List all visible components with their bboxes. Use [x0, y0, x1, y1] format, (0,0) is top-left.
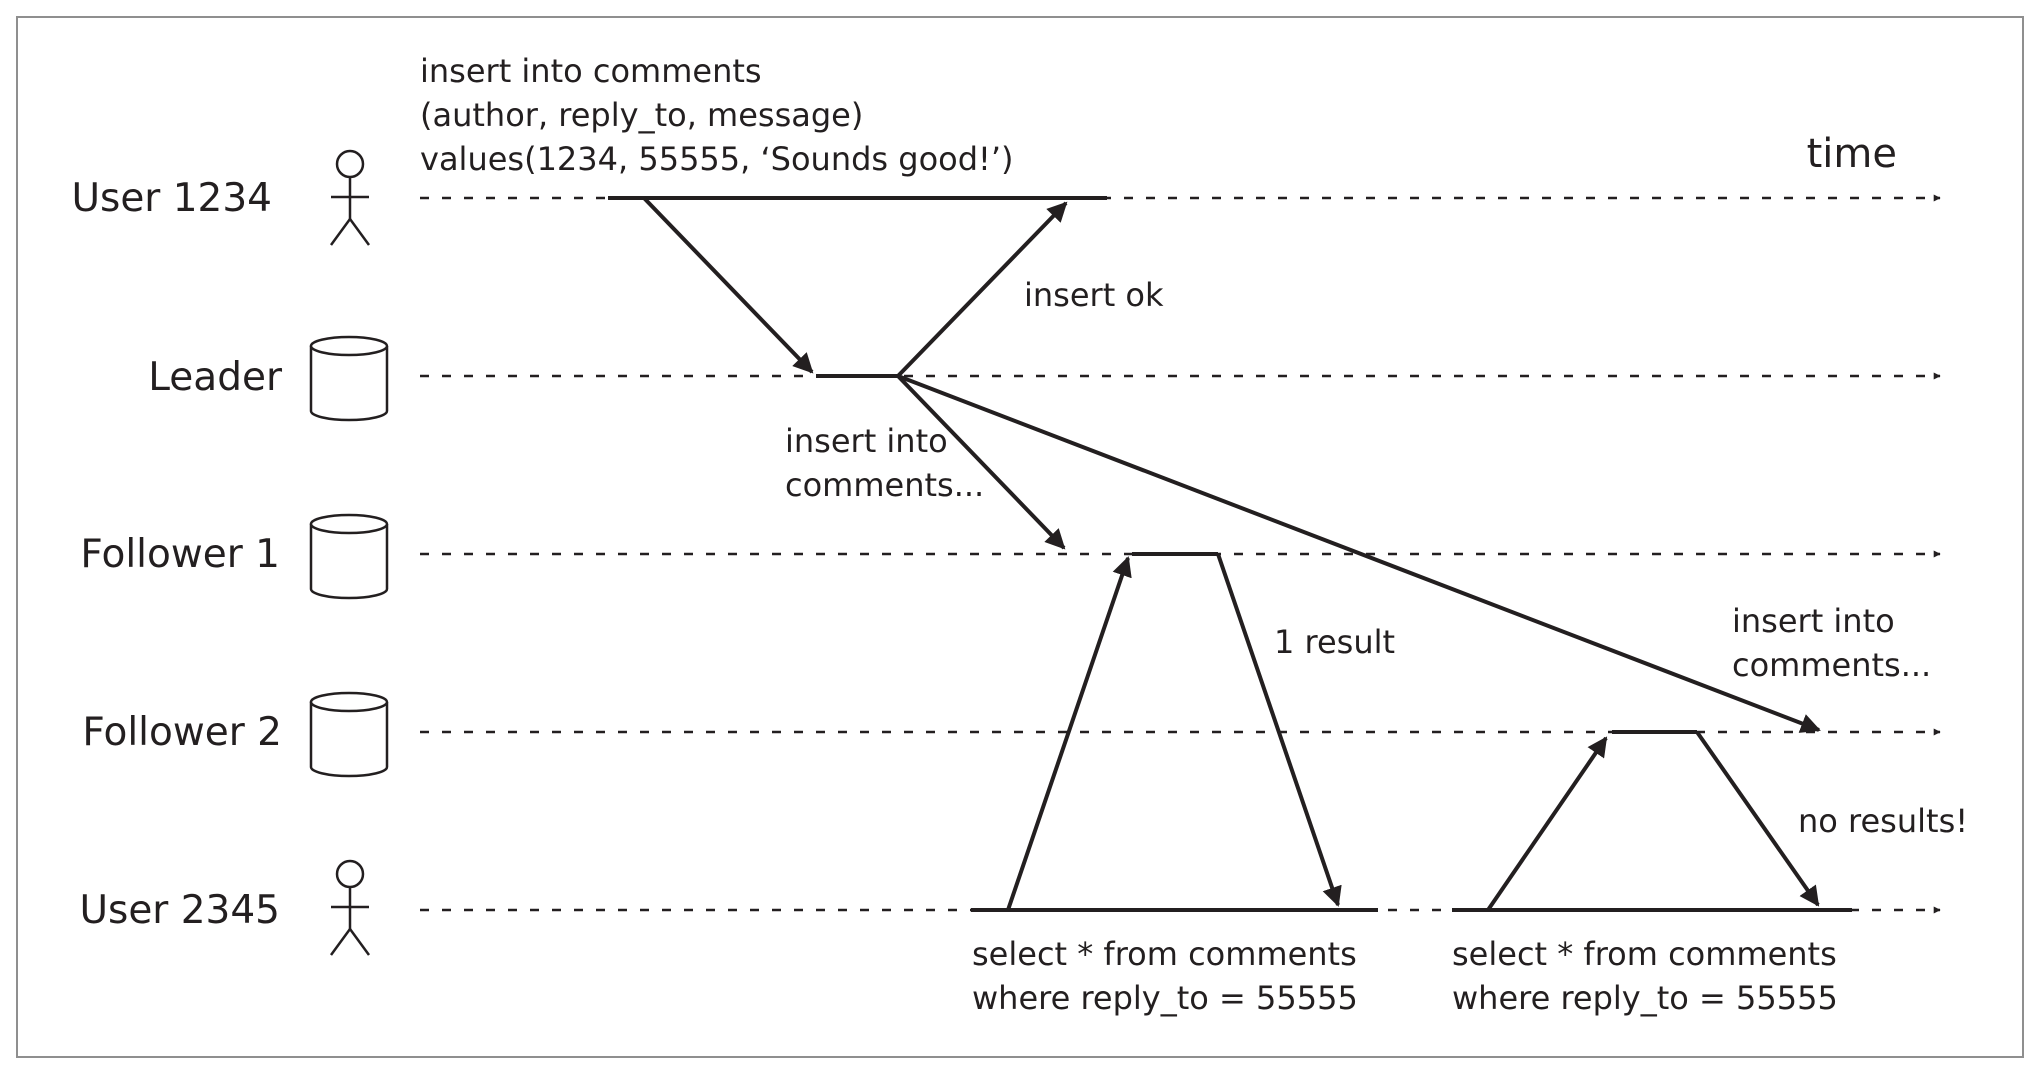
select-query-2-line-1: select * from comments	[1452, 935, 1837, 973]
time-axis-label: time	[1807, 131, 1897, 177]
replicate-follower-1-line-2: comments...	[785, 466, 984, 504]
replicate-follower-2-label: insert into comments...	[1732, 602, 1931, 684]
select-query-1-line-1: select * from comments	[972, 935, 1357, 973]
no-results-label: no results!	[1798, 802, 1968, 840]
insert-ok-label: insert ok	[1024, 276, 1164, 314]
arrow-replicate-follower-1	[896, 374, 1066, 550]
arrow-one-result	[1216, 553, 1342, 907]
select-query-1-label: select * from comments where reply_to = …	[972, 935, 1358, 1017]
actor-label-user-2345: User 2345	[79, 888, 280, 933]
arrow-insert-to-leader	[642, 196, 814, 374]
stick-figure-icon	[329, 859, 371, 956]
arrow-query-follower-1	[1006, 556, 1132, 911]
database-cylinder-icon	[309, 335, 389, 422]
insert-query-line-3: values(1234, 55555, ‘Sounds good!’)	[420, 140, 1014, 178]
diagram-frame	[16, 16, 2024, 1058]
insert-query-label: insert into comments (author, reply_to, …	[420, 52, 1014, 178]
replicate-follower-2-line-2: comments...	[1732, 646, 1931, 684]
one-result-label: 1 result	[1274, 623, 1395, 661]
database-cylinder-icon	[309, 513, 389, 600]
actor-label-user-1234: User 1234	[71, 176, 272, 221]
insert-query-line-1: insert into comments	[420, 52, 762, 90]
arrow-replicate-follower-2	[897, 374, 1821, 733]
replicate-follower-1-line-1: insert into	[785, 422, 948, 460]
stick-figure-icon	[329, 149, 371, 246]
arrow-no-results	[1695, 730, 1820, 907]
arrow-insert-ok	[896, 201, 1068, 378]
replicate-follower-2-line-1: insert into	[1732, 602, 1895, 640]
select-query-2-line-2: where reply_to = 55555	[1452, 979, 1838, 1017]
select-query-2-label: select * from comments where reply_to = …	[1452, 935, 1838, 1017]
actor-label-leader: Leader	[148, 355, 283, 400]
insert-query-line-2: (author, reply_to, message)	[420, 96, 863, 134]
select-query-1-line-2: where reply_to = 55555	[972, 979, 1358, 1017]
replicate-follower-1-label: insert into comments...	[785, 422, 984, 504]
actor-label-follower-1: Follower 1	[80, 532, 280, 577]
actor-label-follower-2: Follower 2	[82, 710, 282, 755]
arrow-query-follower-2	[1486, 736, 1608, 912]
database-cylinder-icon	[309, 691, 389, 778]
